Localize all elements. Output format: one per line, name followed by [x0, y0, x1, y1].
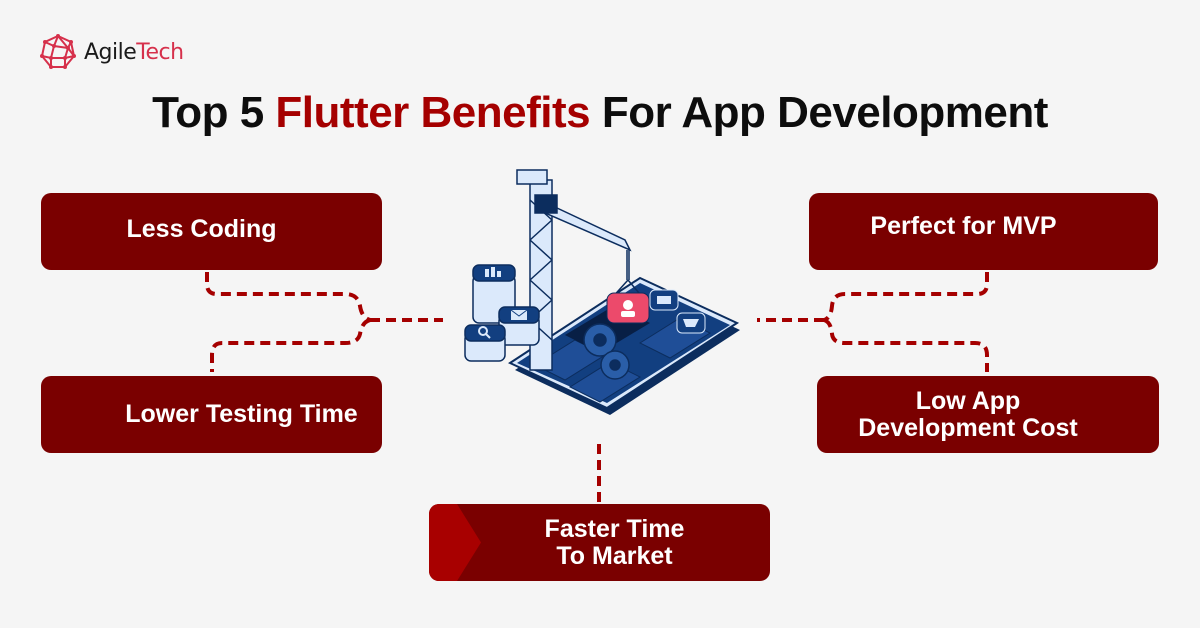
user-icon [606, 292, 650, 324]
brand-name: AgileTech [84, 39, 184, 65]
database-stack-icon [464, 264, 540, 362]
chevron-icon [429, 504, 481, 581]
cart-icon [676, 312, 706, 334]
chart-icon [485, 267, 501, 277]
benefit-lower-testing-time: Lower Testing Time [41, 376, 382, 453]
crane-building-app-icon [464, 169, 740, 415]
brand-logo: AgileTech [40, 34, 184, 70]
mail-icon [510, 309, 528, 320]
network-globe-icon [40, 34, 76, 69]
benefit-perfect-for-mvp: Perfect for MVP [809, 193, 1158, 270]
page-title: Top 5 Flutter Benefits For App Developme… [152, 88, 1048, 137]
gears-icon [583, 323, 630, 380]
search-icon [478, 326, 491, 339]
title-highlight: Flutter Benefits [275, 88, 591, 137]
benefit-less-coding: Less Coding [41, 193, 382, 270]
chat-icon [649, 289, 679, 311]
